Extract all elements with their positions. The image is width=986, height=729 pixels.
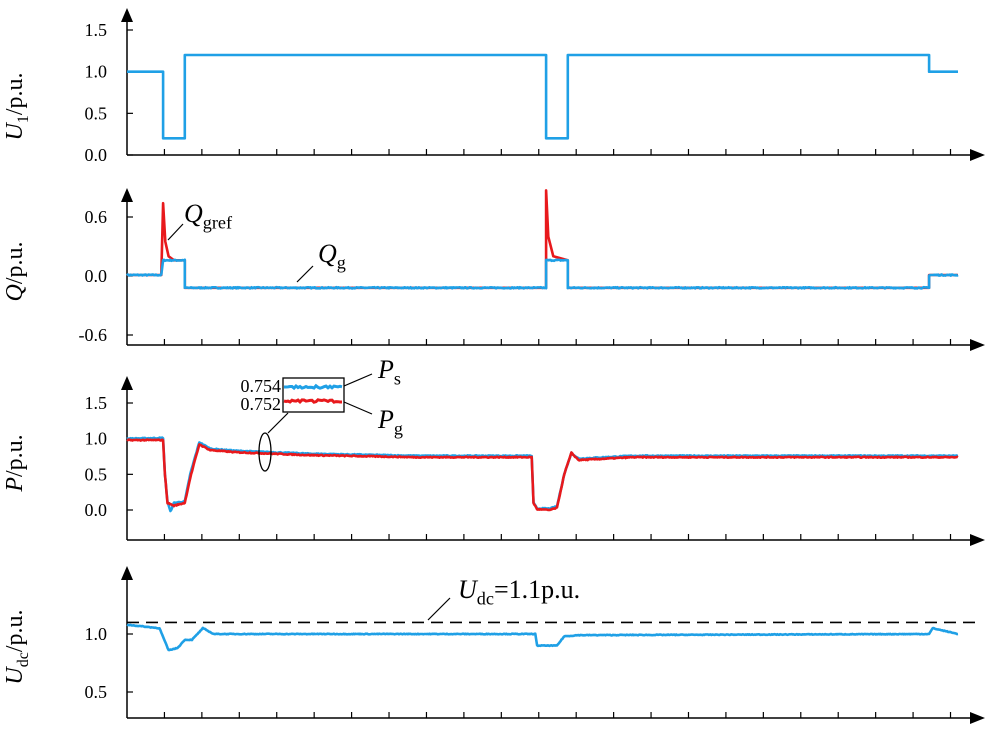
y-tick-label: 1.0 — [85, 62, 108, 82]
reference-label: Udc=1.1p.u. — [458, 575, 580, 609]
y-tick-label: 0.0 — [85, 145, 108, 165]
zoom-inset-box — [282, 377, 345, 413]
x-axis-arrow — [970, 149, 985, 161]
y-tick-label: 0.5 — [85, 464, 108, 484]
series-line-1 — [126, 436, 959, 513]
leader-qgref — [167, 223, 184, 241]
inset-series-ps — [284, 383, 343, 391]
y-axis-label: Q/p.u. — [2, 241, 28, 301]
x-axis-arrow — [970, 339, 985, 351]
inset-label-lower: 0.752 — [241, 394, 282, 414]
zoom-ellipse — [258, 432, 272, 472]
panel-4: 0.5 1.0 Udc/p.u. Udc=1.1p.u. — [2, 566, 985, 724]
annotation-qgref: Qgref — [184, 199, 233, 233]
panel-1: 0.0 0.5 1.0 1.5U1/p.u. — [2, 8, 985, 165]
y-axis-label: P/p.u. — [2, 434, 28, 492]
y-tick-label: -0.6 — [79, 325, 108, 345]
y-tick-label: 1.5 — [85, 393, 108, 413]
y-tick-label: 0.6 — [85, 207, 108, 227]
y-axis-arrow — [121, 188, 133, 202]
y-tick-label: 1.5 — [85, 20, 108, 40]
inset-label-upper: 0.754 — [241, 376, 282, 396]
y-tick-label: 1.0 — [85, 429, 108, 449]
inset-series-pg — [283, 398, 342, 404]
leader-pg — [343, 401, 373, 415]
y-tick-label: 1.0 — [85, 624, 108, 644]
y-axis-label: U1/p.u. — [2, 72, 32, 140]
y-tick-label: 0.5 — [85, 682, 108, 702]
y-axis-label: Udc/p.u. — [2, 609, 32, 684]
series-line-1 — [126, 623, 959, 652]
leader-qg — [296, 265, 314, 283]
zoom-leader — [267, 412, 289, 434]
x-axis-arrow — [970, 534, 985, 546]
y-axis-arrow — [121, 566, 133, 580]
annotation-pg: Pg — [377, 405, 403, 439]
y-axis-arrow — [121, 376, 133, 390]
annotation-qg: Qg — [318, 239, 346, 273]
series-line-1 — [127, 53, 958, 140]
reference-leader — [427, 597, 451, 621]
leader-ps — [343, 373, 373, 387]
series-line-2 — [126, 438, 959, 512]
annotation-ps: Ps — [377, 355, 401, 389]
y-tick-label: 0.0 — [85, 500, 108, 520]
x-axis-arrow — [970, 712, 985, 724]
y-axis-arrow — [121, 8, 133, 22]
series-line-2 — [125, 258, 959, 290]
series-line-1 — [127, 189, 958, 290]
y-tick-label: 0.5 — [85, 103, 108, 123]
y-tick-label: 0.0 — [85, 266, 108, 286]
